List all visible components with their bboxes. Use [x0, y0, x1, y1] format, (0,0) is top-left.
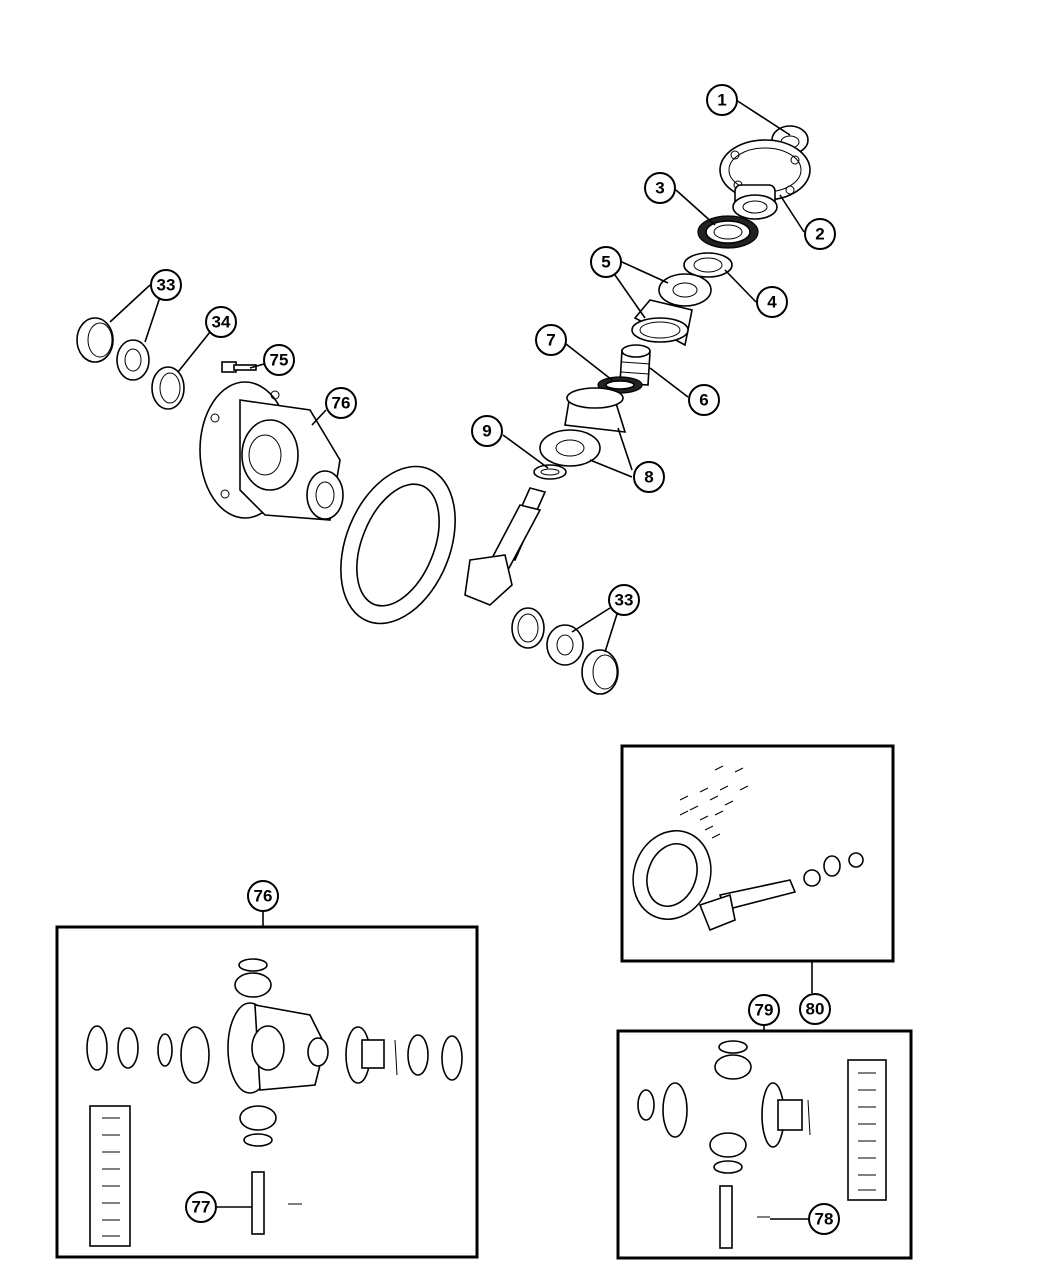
svg-text:78: 78	[815, 1210, 834, 1229]
callout-80: 80	[799, 993, 831, 1025]
differential-gear-kit-parts	[637, 1040, 887, 1249]
callout-78: 78	[808, 1203, 840, 1235]
callout-4: 4	[756, 286, 788, 318]
callout-33-right: 33	[608, 584, 640, 616]
front-pinion-bearing-icon	[631, 273, 712, 347]
bearing-cup-icon	[76, 317, 114, 363]
svg-text:34: 34	[212, 313, 231, 332]
svg-text:79: 79	[755, 1001, 774, 1020]
rear-pinion-bearing-icon	[539, 387, 627, 467]
pinion-flange-icon	[719, 139, 811, 220]
callout-5: 5	[590, 246, 622, 278]
tapered-bearing-icon	[511, 607, 584, 666]
svg-text:7: 7	[546, 331, 555, 350]
differential-kit-parts	[86, 958, 463, 1247]
svg-text:3: 3	[655, 179, 664, 198]
callout-33-left: 33	[150, 269, 182, 301]
callout-3: 3	[644, 172, 676, 204]
callout-75: 75	[263, 344, 295, 376]
svg-text:77: 77	[192, 1198, 211, 1217]
callout-8: 8	[633, 461, 665, 493]
callout-9: 9	[471, 415, 503, 447]
svg-text:6: 6	[699, 391, 708, 410]
tapered-bearing-icon	[116, 339, 150, 381]
svg-text:9: 9	[482, 422, 491, 441]
svg-text:1: 1	[717, 91, 726, 110]
ring-pinion-kit-box	[620, 744, 895, 963]
svg-text:4: 4	[767, 293, 777, 312]
svg-text:33: 33	[157, 276, 176, 295]
pinion-washer-icon	[533, 464, 567, 480]
callout-1: 1	[706, 84, 738, 116]
callout-79: 79	[748, 994, 780, 1026]
svg-text:80: 80	[806, 1000, 825, 1019]
pinion-seal-icon	[697, 215, 759, 249]
bearing-cup-icon	[581, 649, 619, 695]
svg-text:33: 33	[615, 591, 634, 610]
callout-2: 2	[804, 218, 836, 250]
ring-pinion-kit-parts	[632, 765, 864, 932]
callout-6: 6	[688, 384, 720, 416]
svg-text:5: 5	[601, 253, 610, 272]
bolt-icon	[221, 361, 257, 373]
callout-76-upper: 76	[325, 387, 357, 419]
callout-77: 77	[185, 1191, 217, 1223]
leader-lines	[109, 99, 805, 653]
side-bearing-cup-icon	[151, 366, 185, 410]
oil-slinger-icon	[683, 252, 733, 278]
ring-gear-icon	[340, 465, 456, 625]
differential-kit-box	[55, 925, 479, 1259]
differential-case-icon	[199, 381, 344, 521]
pinion-gear-icon	[464, 487, 547, 606]
svg-text:2: 2	[815, 225, 824, 244]
svg-text:8: 8	[644, 468, 653, 487]
collapsible-spacer-icon	[619, 344, 651, 386]
svg-text:76: 76	[254, 887, 273, 906]
callout-76-box: 76	[247, 880, 279, 912]
callout-34: 34	[205, 306, 237, 338]
svg-text:76: 76	[332, 394, 351, 413]
svg-text:75: 75	[270, 351, 289, 370]
callout-7: 7	[535, 324, 567, 356]
